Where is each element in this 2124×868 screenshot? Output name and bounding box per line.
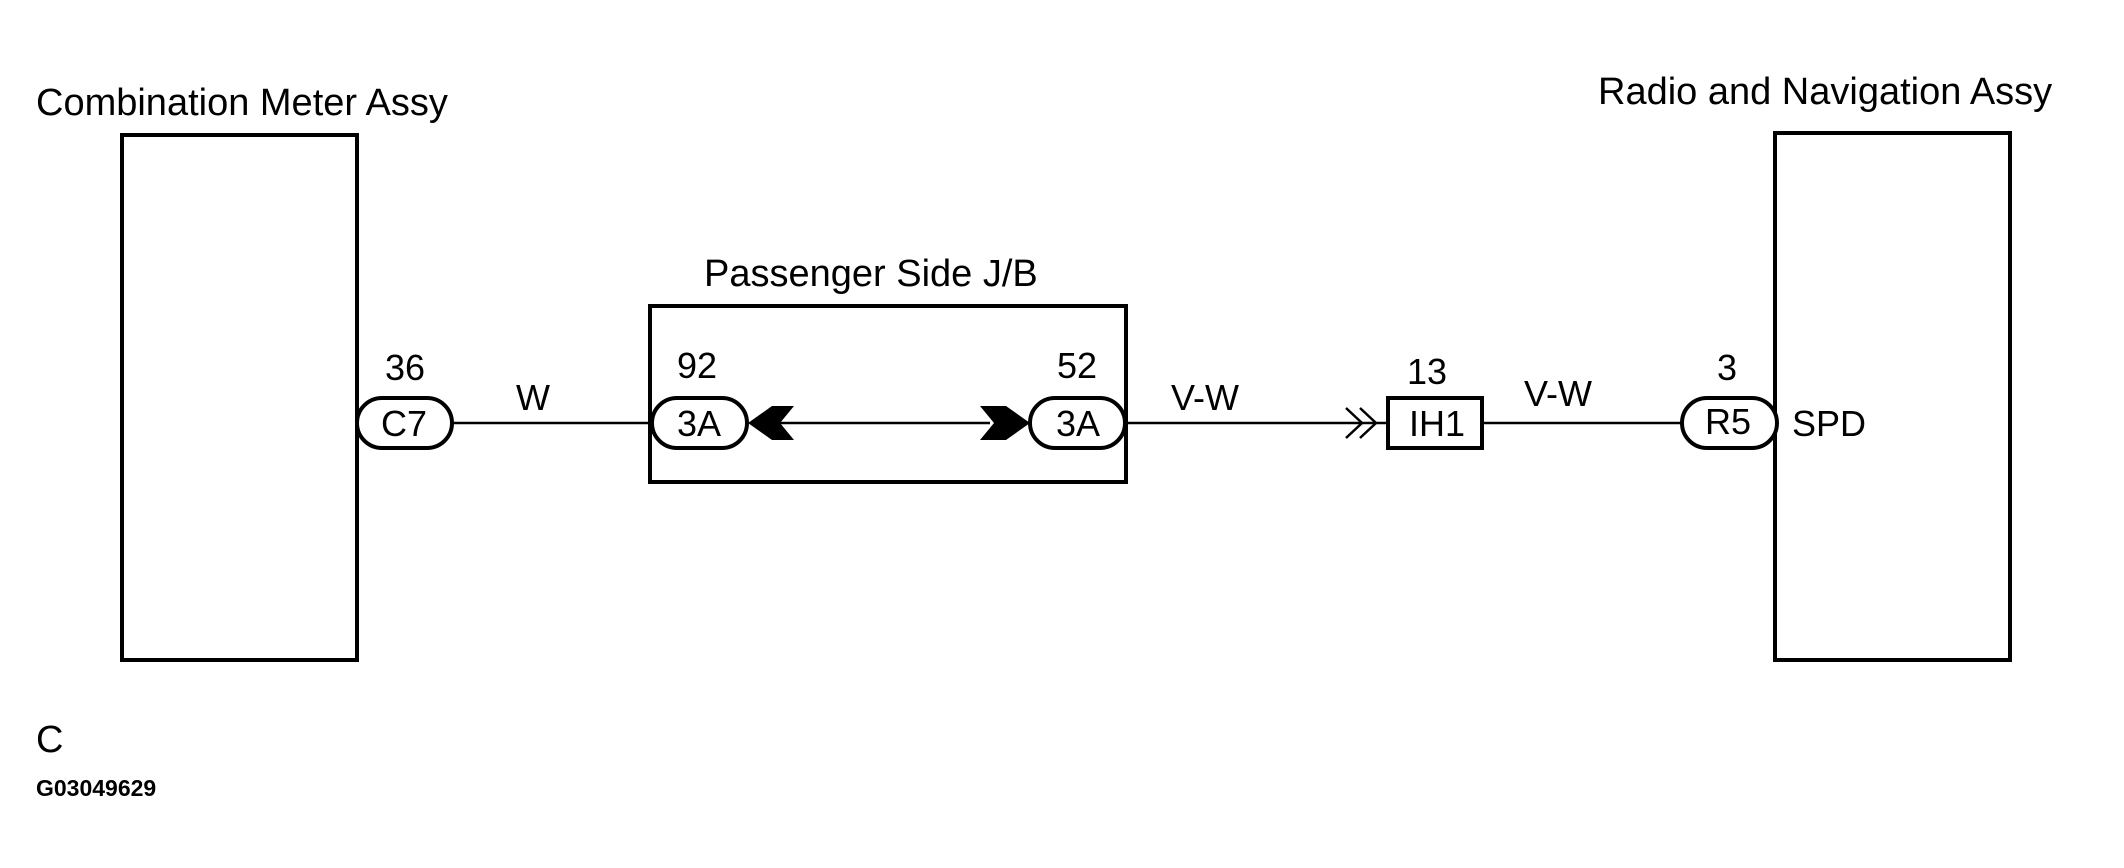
jb-left-terminal-icon bbox=[748, 406, 794, 440]
connector-c7-pin: 36 bbox=[385, 347, 425, 388]
junction-block-box bbox=[648, 304, 1128, 484]
connector-r5-code: R5 bbox=[1705, 401, 1751, 442]
connector-ih1 bbox=[1386, 396, 1484, 450]
connector-ih1-pin: 13 bbox=[1407, 351, 1447, 392]
combination-meter-title: Combination Meter Assy bbox=[36, 82, 448, 124]
figure-code: G03049629 bbox=[36, 775, 156, 801]
jb-right-terminal-icon bbox=[980, 406, 1030, 440]
connector-r5 bbox=[1680, 396, 1779, 450]
radio-navigation-title: Radio and Navigation Assy bbox=[1598, 71, 2052, 113]
connector-jb-left-pin: 92 bbox=[677, 345, 717, 386]
wire-color-meter-to-jb: W bbox=[516, 377, 550, 418]
connector-jb-left bbox=[650, 396, 749, 450]
wire-color-ih1-to-radio: V-W bbox=[1524, 373, 1592, 414]
section-letter: C bbox=[36, 719, 63, 761]
radio-navigation-box bbox=[1773, 131, 2012, 662]
combination-meter-box bbox=[120, 133, 359, 662]
terminal-spd-label: SPD bbox=[1792, 403, 1866, 444]
connector-ih1-code: IH1 bbox=[1409, 403, 1465, 444]
connector-c7 bbox=[355, 396, 454, 450]
connector-c7-code: C7 bbox=[381, 403, 427, 444]
inline-connector-icon bbox=[1345, 407, 1378, 439]
wire-color-jb-to-ih1: V-W bbox=[1171, 377, 1239, 418]
connector-jb-left-code: 3A bbox=[677, 403, 721, 444]
connector-jb-right-pin: 52 bbox=[1057, 345, 1097, 386]
connector-r5-pin: 3 bbox=[1717, 347, 1737, 388]
connector-jb-right-code: 3A bbox=[1056, 403, 1100, 444]
junction-block-title: Passenger Side J/B bbox=[704, 253, 1038, 295]
connector-jb-right bbox=[1028, 396, 1127, 450]
